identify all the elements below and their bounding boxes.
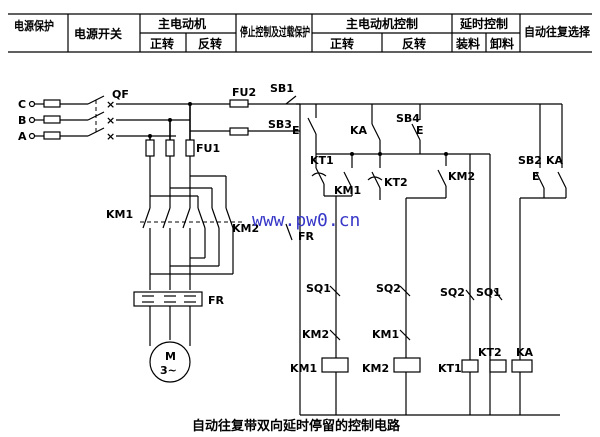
phase-a-label: A	[18, 130, 27, 143]
km2-coil-label: KM2	[362, 362, 389, 375]
table-power-switch: 电源开关	[74, 26, 122, 41]
svg-text:×: ×	[106, 130, 115, 143]
ka-coil-label: KA	[516, 346, 534, 359]
qf-label: QF	[112, 88, 129, 101]
table-loading: 装料	[455, 36, 480, 51]
table-main-motor: 主电动机	[158, 16, 206, 31]
sb3-e-label: E	[292, 124, 300, 137]
sq1-b-label: SQ1	[476, 286, 501, 299]
km1-main-label: KM1	[106, 208, 133, 221]
fu1-fuse-1	[145, 139, 155, 157]
kt2-coil-label: KT2	[478, 346, 502, 359]
sb3-label: SB3	[268, 118, 292, 131]
table-main-forward: 正转	[150, 36, 174, 51]
fu2-fuse	[229, 99, 249, 108]
svg-text:×: ×	[106, 98, 115, 111]
fr-box-label: FR	[208, 294, 225, 307]
table-stop-overload: 停止控制及过载保护	[240, 24, 310, 39]
sb2-e-label: E	[532, 170, 540, 183]
km1-coil	[321, 357, 349, 373]
power-input: C B A QF × × ×	[18, 88, 300, 143]
table-auto-reciprocate: 自动往复选择	[524, 24, 591, 39]
km1-small-label: KM1	[334, 184, 361, 197]
control-circuit: FU2 SB1 SB3 E KA SB4 E	[190, 82, 567, 416]
diagram-caption: 自动往复带双向延时停留的控制电路	[192, 418, 401, 434]
table-main-reverse: 反转	[198, 36, 222, 51]
kt2-coil	[489, 359, 507, 373]
table-unloading: 卸料	[490, 36, 514, 51]
sq2-b-label: SQ2	[440, 286, 465, 299]
ka-hold-label: KA	[546, 154, 564, 167]
sb1-label: SB1	[270, 82, 294, 95]
svg-text:×: ×	[106, 114, 115, 127]
table-motor-control: 主电动机控制	[346, 16, 418, 31]
table-control-forward: 正转	[330, 36, 354, 51]
sb4-label: SB4	[396, 112, 420, 125]
motor	[149, 341, 191, 383]
sb4-e-label: E	[416, 124, 424, 137]
main-power-circuit: FU1 KM1 KM2	[106, 104, 259, 383]
kt1-contact-label: KT1	[310, 154, 334, 167]
phase-c-label: C	[18, 98, 26, 111]
table-control-reverse: 反转	[402, 36, 426, 51]
table-power-protection: 电源保护	[14, 18, 54, 33]
fr-contact-label: FR	[298, 230, 315, 243]
sb2-label: SB2	[518, 154, 542, 167]
kt2-contact-label: KT2	[384, 176, 408, 189]
fu1-label: FU1	[196, 142, 220, 155]
ka-coil	[511, 359, 533, 373]
motor-m-label: M	[165, 350, 176, 363]
table-delay-control: 延时控制	[459, 16, 508, 31]
phase-b-label: B	[18, 114, 26, 127]
km2-coil	[393, 357, 421, 373]
input-fuse-c	[43, 99, 61, 108]
motor-phase-label: 3~	[160, 364, 177, 377]
sq1-a-label: SQ1	[306, 282, 331, 295]
km2-main-label: KM2	[232, 222, 259, 235]
kt1-coil	[461, 359, 479, 373]
sq2-a-label: SQ2	[376, 282, 401, 295]
ka-contact-label: KA	[350, 124, 368, 137]
km2-contact-label: KM2	[448, 170, 475, 183]
km2-interlock-label: KM2	[302, 328, 329, 341]
km1-coil-label: KM1	[290, 362, 317, 375]
watermark: www.pw0.cn	[252, 210, 360, 231]
fr-thermal-relay	[133, 291, 203, 307]
function-table: 电源保护 电源开关 主电动机 正转 反转 停止控制及过载保护 主电动机控制 正转…	[8, 13, 592, 53]
km1-interlock-label: KM1	[372, 328, 399, 341]
kt1-coil-label: KT1	[438, 362, 462, 375]
fu2-label: FU2	[232, 86, 256, 99]
